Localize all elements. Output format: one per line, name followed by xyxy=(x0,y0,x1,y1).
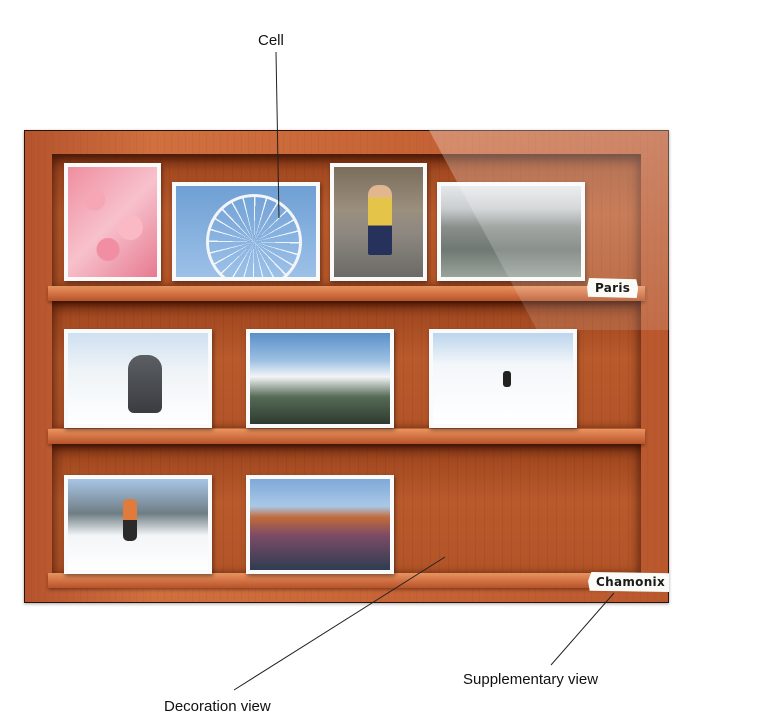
boy-photo xyxy=(334,167,423,277)
mountain-valley-photo xyxy=(250,333,390,424)
cell-ferris-wheel-photo[interactable] xyxy=(172,182,320,281)
cell-candy-photo[interactable] xyxy=(64,163,161,281)
cell-label: Cell xyxy=(258,32,284,49)
cell-mountain-valley-photo[interactable] xyxy=(246,329,394,428)
cell-paris-cityscape-photo[interactable] xyxy=(437,182,585,281)
skiers-photo xyxy=(433,333,573,424)
cell-kids-jumping-photo[interactable] xyxy=(64,475,212,574)
shelf-plank-3 xyxy=(48,573,645,588)
candy-photo xyxy=(68,167,157,277)
shelf-plank-2 xyxy=(48,429,645,444)
shelf-plank-1 xyxy=(48,286,645,301)
person-in-snow-photo xyxy=(68,333,208,424)
ferris-wheel-photo xyxy=(176,186,316,277)
supplementary-view-label: Supplementary view xyxy=(463,671,599,688)
kids-jumping-photo xyxy=(68,479,208,570)
supplementary-view-paris[interactable]: Paris xyxy=(587,278,639,298)
cell-group-of-friends-photo[interactable] xyxy=(246,475,394,574)
cell-skiers-photo[interactable] xyxy=(429,329,577,428)
supplementary-view-chamonix[interactable]: Chamonix xyxy=(588,572,669,592)
paris-cityscape-photo xyxy=(441,186,581,277)
supplementary-view-leader-line xyxy=(550,592,615,666)
cell-boy-photo[interactable] xyxy=(330,163,427,281)
group-of-friends-photo xyxy=(250,479,390,570)
decoration-view-bookcase: Paris Chamonix xyxy=(24,130,669,603)
decoration-view-label: Decoration view xyxy=(164,698,271,715)
cell-person-in-snow-photo[interactable] xyxy=(64,329,212,428)
